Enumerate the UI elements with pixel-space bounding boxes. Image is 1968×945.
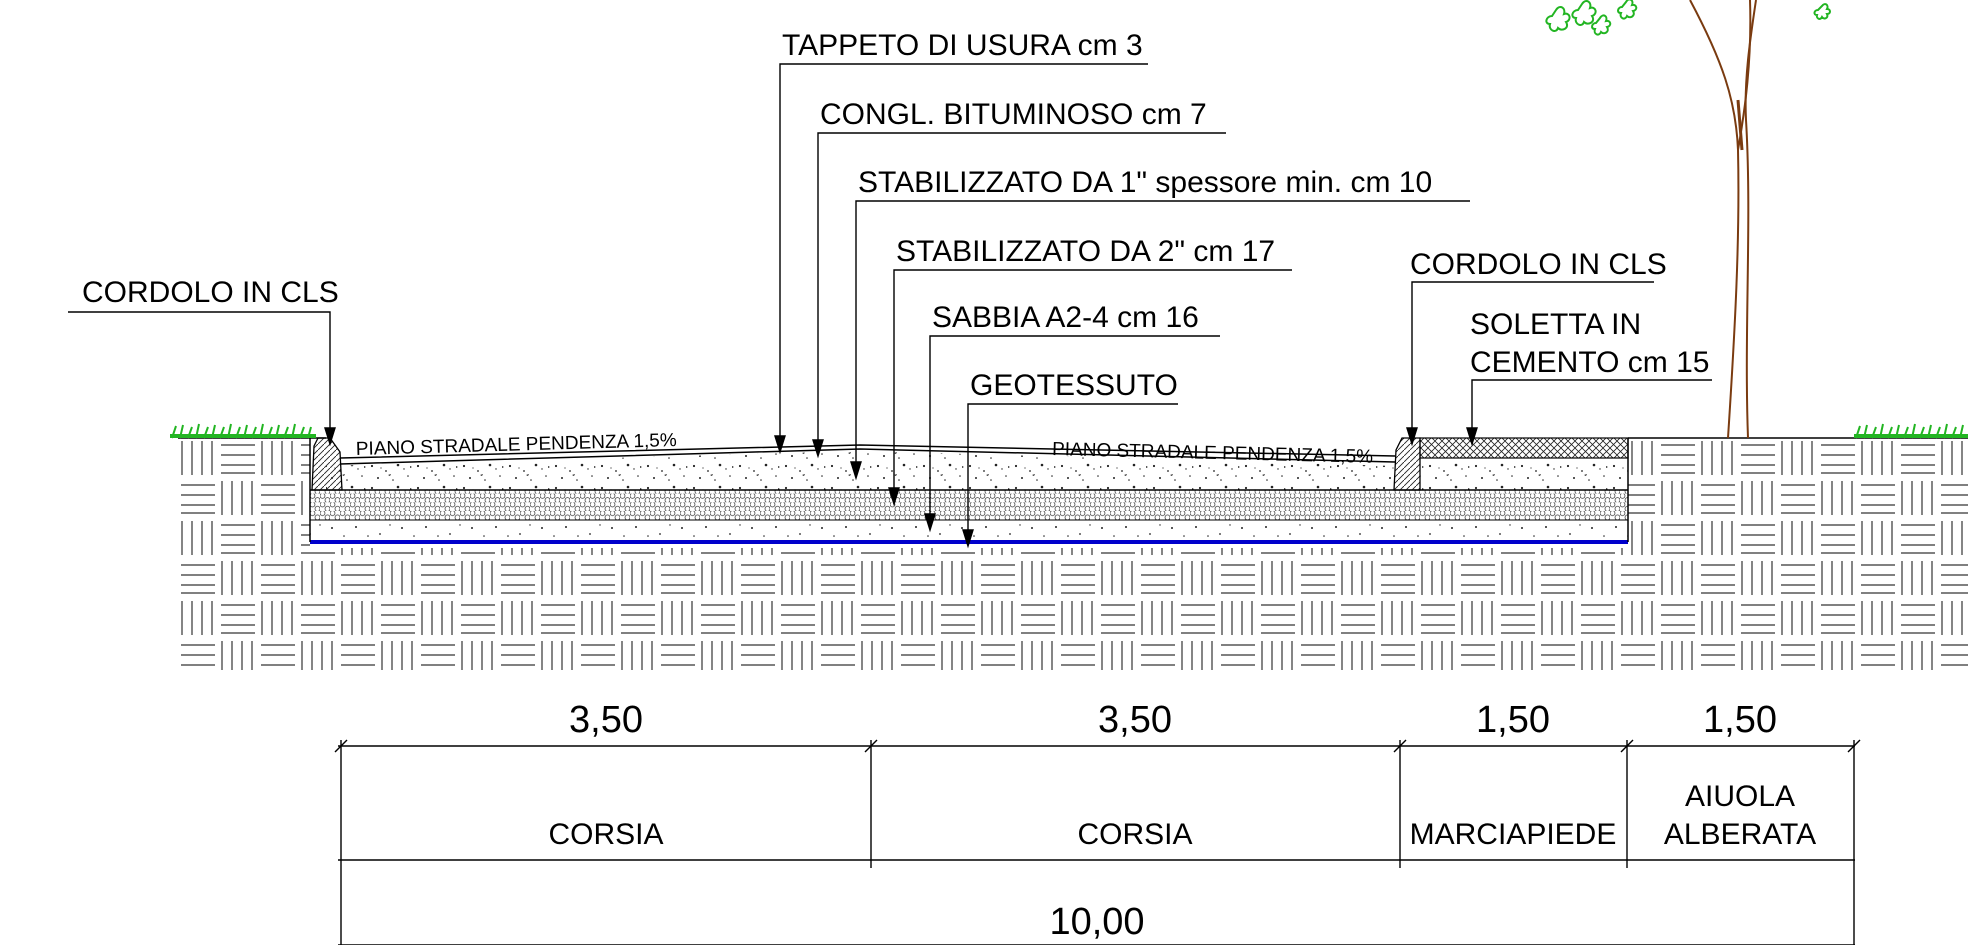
- zone-marciapiede: MARCIAPIEDE: [1410, 818, 1617, 851]
- stabilizzato-layer: [326, 451, 1395, 490]
- tree: [1545, 0, 1831, 439]
- callout-soletta-line1: SOLETTA IN: [1470, 308, 1641, 341]
- right-curb: [1393, 437, 1421, 491]
- ground-soil: [178, 438, 1968, 670]
- zone-aiuola-line2: ALBERATA: [1664, 818, 1816, 851]
- zone-aiuola-line1: AIUOLA: [1685, 780, 1795, 813]
- dim-total: 10,00: [1049, 901, 1144, 943]
- wearing-course: [339, 444, 1396, 459]
- callout-cordolo-left: CORDOLO IN CLS: [82, 276, 339, 309]
- callout-tappeto: TAPPETO DI USURA cm 3: [782, 29, 1143, 62]
- tree-foliage: [1545, 0, 1831, 36]
- dimension-lines: [334, 739, 1861, 945]
- zone-corsia-2: CORSIA: [1077, 818, 1192, 851]
- callout-geotessuto: GEOTESSUTO: [970, 369, 1178, 402]
- dim-marciapiede: 1,50: [1476, 699, 1550, 741]
- callout-leaders: [68, 63, 1712, 549]
- gravel-layer: [309, 489, 1629, 521]
- dim-corsia-1: 3,50: [569, 699, 643, 741]
- grass-right: [1854, 423, 1968, 439]
- callout-sabbia: SABBIA A2-4 cm 16: [932, 301, 1199, 334]
- footpath-base-layer: [1420, 460, 1628, 490]
- callout-soletta-line2: CEMENTO cm 15: [1470, 346, 1710, 379]
- callout-cordolo-right: CORDOLO IN CLS: [1410, 248, 1667, 281]
- concrete-slab: [1419, 437, 1629, 459]
- left-curb: [311, 437, 343, 491]
- dim-corsia-2: 3,50: [1098, 699, 1172, 741]
- callout-conglomerato: CONGL. BITUMINOSO cm 7: [820, 98, 1207, 131]
- callout-stabilizzato-2: STABILIZZATO DA 2" cm 17: [896, 235, 1275, 268]
- road-layers: [178, 437, 1968, 544]
- zone-corsia-1: CORSIA: [548, 818, 663, 851]
- grass-left: [170, 423, 316, 439]
- dim-aiuola: 1,50: [1703, 699, 1777, 741]
- binder-layer: [339, 448, 1396, 465]
- callout-stabilizzato-1: STABILIZZATO DA 1" spessore min. cm 10: [858, 166, 1432, 199]
